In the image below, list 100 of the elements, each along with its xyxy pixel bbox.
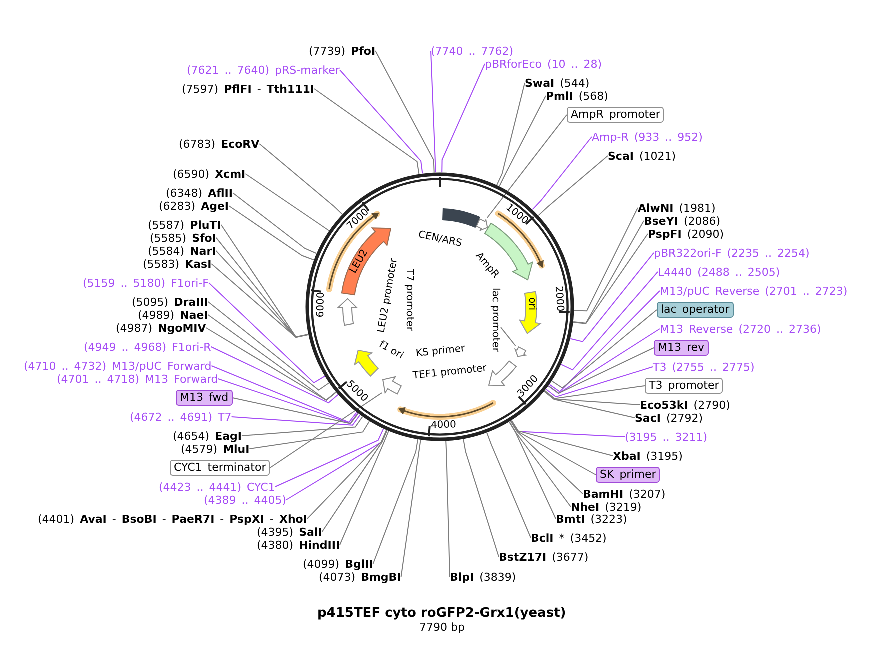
- restriction-site-label: (6348) AflII: [166, 186, 233, 200]
- feature-label: KS primer: [415, 343, 466, 361]
- leader-line: [463, 438, 500, 558]
- leader-line: [208, 302, 330, 391]
- leader-line: [232, 398, 359, 424]
- restriction-site-label: PmlI (568): [546, 90, 608, 102]
- restriction-site-label: BmtI (3223): [556, 512, 628, 526]
- leader-line: [430, 50, 436, 174]
- leader-line: [259, 144, 343, 215]
- leader-line: [274, 428, 384, 488]
- plasmid-length-label: 7790 bp: [420, 620, 465, 634]
- leader-line: [511, 420, 614, 456]
- leader-line: [210, 346, 339, 404]
- feature-label: lac promoter: [489, 288, 501, 352]
- primer-site-label: L4440 (2488 .. 2505): [658, 266, 780, 278]
- restriction-site-label: (4987) NgoMIV: [116, 322, 206, 334]
- leader-line: [442, 64, 486, 174]
- leader-line: [228, 206, 315, 261]
- feature-name-tag: M13 fwd: [176, 390, 233, 406]
- leader-line: [486, 114, 568, 218]
- leader-line: [206, 328, 337, 402]
- leader-line: [500, 327, 516, 346]
- primer-site-label: (5159 .. 5180) F1ori-F: [83, 276, 209, 290]
- restriction-site-label: (5587) PluTI: [148, 218, 222, 232]
- position-tick-label: 2000: [552, 285, 566, 312]
- primer-site-label: T3 (2755 .. 2775): [653, 360, 755, 374]
- leader-line: [570, 252, 654, 342]
- leader-line: [510, 420, 596, 476]
- primer-site-label: M13 Reverse (2720 .. 2736): [660, 322, 822, 336]
- leader-line: [548, 348, 654, 394]
- position-tick-label: 4000: [430, 420, 457, 432]
- leader-line: [552, 310, 658, 389]
- primer-site-label: pBRforEco (10 .. 28): [485, 58, 602, 70]
- restriction-site-label: (4401) AvaI - BsoBI - PaeR7I - PspXI - XhoI: [38, 512, 308, 526]
- restriction-site-label: (4395) SalI: [257, 526, 322, 538]
- feature-label: f1 ori: [376, 339, 406, 363]
- primer-site-label: (4672 .. 4691) T7: [130, 410, 232, 424]
- primer-site-label: (4701 .. 4718) M13 Forward: [57, 372, 218, 386]
- primer-site-label: (4389 .. 4405): [204, 494, 287, 506]
- leader-line: [544, 391, 636, 418]
- primer-site-label: (3195 .. 3211): [625, 430, 708, 444]
- leader-line: [573, 234, 648, 324]
- primer-site-label: (4710 .. 4732) M13/pUC Forward: [24, 360, 212, 372]
- restriction-site-label: (4989) NaeI: [138, 308, 208, 322]
- restriction-site-label: BclI* (3452): [531, 532, 607, 544]
- terminator-feature: [382, 376, 403, 396]
- orf-feature: [396, 399, 498, 421]
- leader-line: [270, 392, 382, 468]
- leader-line: [211, 264, 310, 338]
- restriction-site-label: BlpI (3839): [450, 570, 516, 584]
- leader-line: [546, 366, 654, 398]
- restriction-site-label: PspFI (2090): [648, 228, 724, 240]
- plasmid-backbone-ring: [305, 172, 575, 442]
- leader-line: [574, 208, 638, 312]
- restriction-site-label: (4654) EagI: [173, 430, 242, 442]
- primer-site-label: (4949 .. 4968) F1ori-R: [84, 340, 212, 354]
- promoter-feature: [337, 297, 359, 327]
- origin-feature: [353, 349, 380, 378]
- leader-line: [573, 220, 644, 324]
- restriction-site-label: (6590) XcmI: [173, 168, 246, 180]
- restriction-site-label: BseYI (2086): [644, 214, 721, 228]
- leader-line: [220, 224, 309, 338]
- leader-line: [322, 430, 388, 532]
- leader-line: [211, 366, 358, 424]
- leader-line: [249, 420, 370, 450]
- leader-line: [532, 136, 592, 210]
- plasmid-title: p415TEF cyto roGFP2-Grx1(yeast): [318, 606, 566, 620]
- primer-site-label: (7621 .. 7640) pRS-marker: [187, 64, 340, 76]
- feature-name-tag: T3 promoter: [645, 378, 724, 394]
- feature-label: T7 promoter: [403, 268, 416, 332]
- leader-line: [499, 96, 546, 187]
- leader-line: [306, 430, 388, 520]
- leader-line: [508, 422, 556, 520]
- restriction-site-label: (4099) BglII: [303, 558, 374, 570]
- leader-line: [218, 378, 358, 424]
- leader-line: [314, 88, 420, 175]
- feature-name-tag: SK primer: [596, 467, 660, 483]
- restriction-site-label: NheI (3219): [571, 500, 642, 514]
- restriction-site-label: (7739) PfoI: [309, 44, 376, 58]
- feature-label: ori: [525, 298, 537, 310]
- leader-line: [245, 174, 330, 232]
- restriction-site-label: (5095) DraIII: [132, 296, 208, 308]
- restriction-site-label: (7597) PflFI - Tth111I: [182, 82, 315, 96]
- feature-arc: [442, 208, 481, 229]
- promoter-feature: [514, 346, 527, 358]
- leader-line: [446, 440, 450, 578]
- feature-name-tag: CYC1 terminator: [170, 460, 270, 476]
- restriction-site-label: (6283) AgeI: [159, 200, 230, 212]
- primer-site-label: (7740 .. 7762): [431, 44, 514, 58]
- leader-line: [339, 70, 424, 174]
- feature-label: CEN/ARS: [417, 230, 464, 250]
- restriction-site-label: ScaI (1021): [608, 150, 676, 162]
- leader-line: [340, 430, 390, 546]
- leader-line: [486, 432, 532, 538]
- primer-site-label: M13/pUC Reverse (2701 .. 2723): [660, 284, 848, 298]
- feature-name-tag: lac operator: [657, 302, 734, 318]
- leader-line: [544, 386, 646, 400]
- feature-label: TEF1 promoter: [412, 363, 488, 383]
- restriction-site-label: (4579) MluI: [181, 442, 250, 456]
- restriction-site-label: XbaI (3195): [613, 450, 683, 462]
